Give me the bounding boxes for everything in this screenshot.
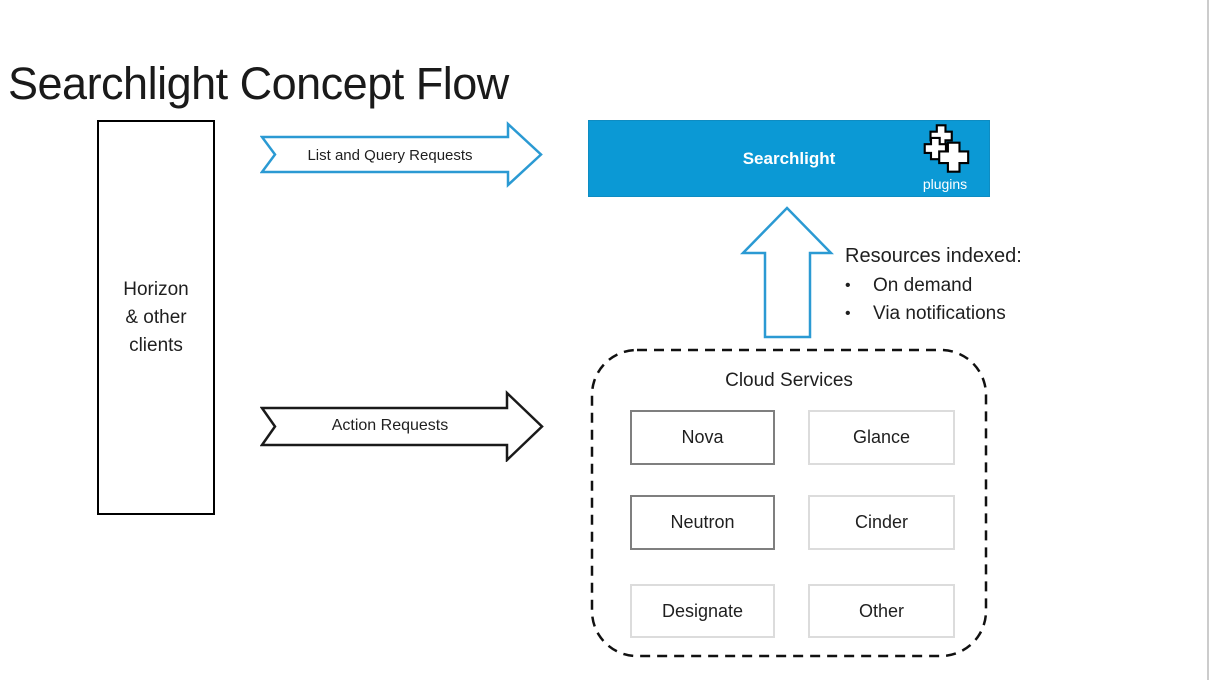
clients-box-line: & other [125,306,187,328]
resources-bullet-item: • Via notifications [845,300,1022,328]
plugins-icon [923,124,970,173]
resources-bullet-item: • On demand [845,272,1022,300]
service-box-neutron: Neutron [630,495,775,550]
resources-bullet-text: Via notifications [873,303,1006,324]
service-label: Cinder [854,512,909,532]
service-label: Designate [661,600,744,621]
clients-box: Horizon & other clients [97,120,215,515]
action-arrow-label: Action Requests [331,417,449,434]
service-label: Nova [681,427,724,447]
dashed-border [590,348,988,658]
plugins-group: plugins [913,124,977,192]
action-arrow: Action Requests [260,390,545,462]
cloud-services-title: Cloud Services [725,370,853,391]
bullet-dot-icon: • [845,277,851,294]
page-title: Searchlight Concept Flow [8,58,509,109]
service-box-designate: Designate [630,584,775,638]
right-arrow-icon [260,121,543,188]
list-query-arrow: List and Query Requests [260,120,545,190]
index-up-arrow [740,205,835,340]
clients-box-line: clients [129,334,183,356]
resources-bullet-list: • On demand • Via notifications [845,272,1022,328]
cloud-services-box: Cloud Services Nova Glance Neutron Cinde… [590,348,988,658]
searchlight-label: Searchlight [742,148,836,168]
bullet-dot-icon: • [845,305,851,322]
searchlight-box: Searchlight plugins [588,120,990,197]
slide-right-edge [1207,0,1209,680]
resources-bullet-text: On demand [873,275,973,296]
list-query-arrow-label: List and Query Requests [307,146,473,164]
service-box-other: Other [808,584,955,638]
service-label: Glance [852,427,911,447]
resources-heading: Resources indexed: [845,245,1022,267]
service-box-nova: Nova [630,410,775,465]
up-arrow-icon [740,206,834,339]
service-box-glance: Glance [808,410,955,465]
plugins-label: plugins [922,176,968,192]
right-arrow-icon [260,390,544,462]
clients-box-line: Horizon [123,278,189,300]
service-label: Other [858,600,905,621]
service-box-cinder: Cinder [808,495,955,550]
resources-indexed-note: Resources indexed: • On demand • Via not… [845,243,1022,328]
service-label: Neutron [670,512,735,532]
